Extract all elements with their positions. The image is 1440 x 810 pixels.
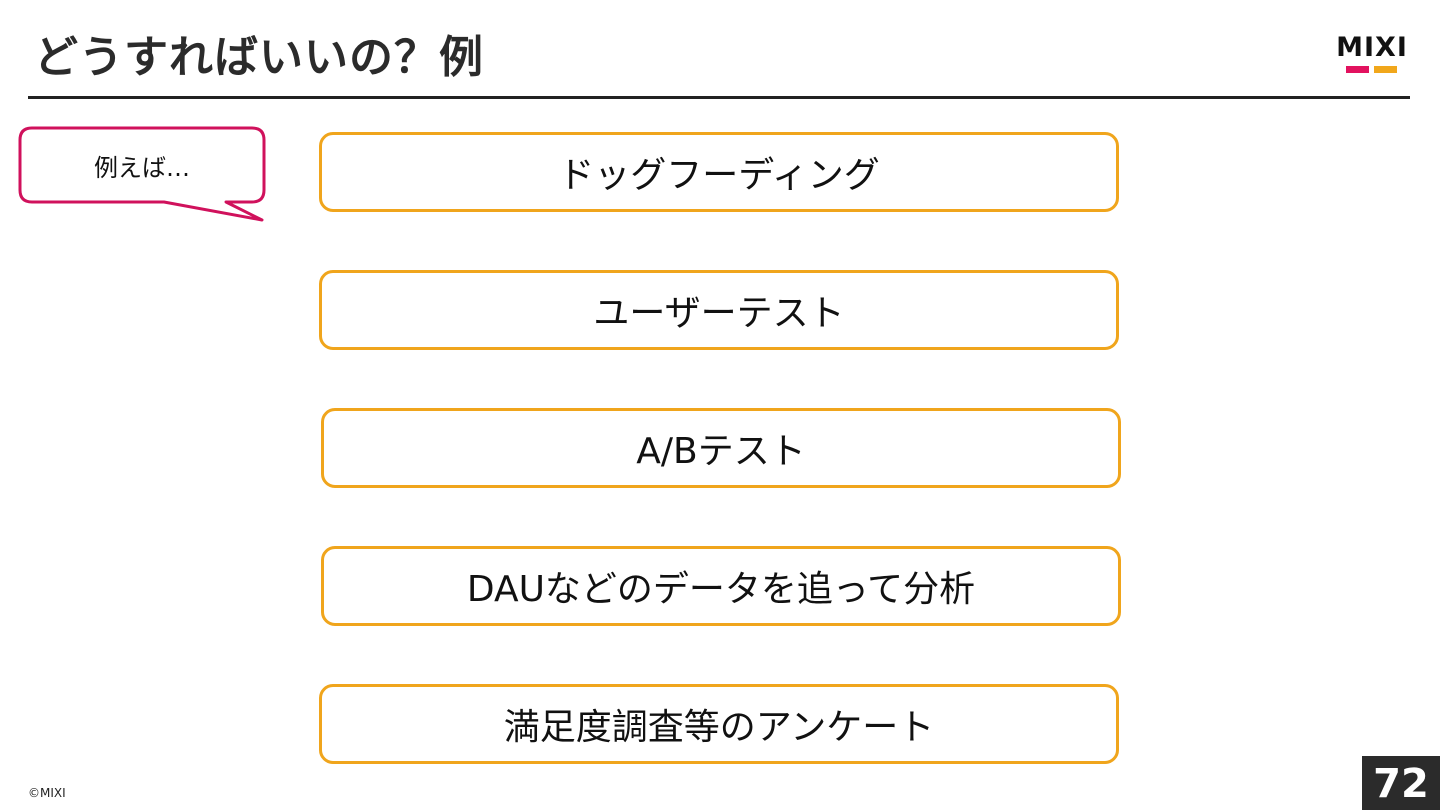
example-label: 満足度調査等のアンケート: [503, 707, 935, 748]
mixi-logo: MIXI: [1330, 34, 1414, 76]
logo-wordmark: MIXI: [1336, 32, 1408, 63]
example-box-ab-test: A/Bテスト: [321, 408, 1121, 488]
copyright-notice: ©MIXI: [28, 786, 66, 800]
example-box-dau-analysis: DAUなどのデータを追って分析: [321, 546, 1121, 626]
speech-callout: 例えば…: [18, 126, 268, 226]
title-underline: [28, 96, 1410, 99]
page-number: 72: [1362, 756, 1440, 810]
example-label: A/Bテスト: [636, 431, 806, 472]
callout-text: 例えば…: [94, 154, 190, 182]
speech-bubble-shape: [18, 126, 266, 222]
slide-title: どうすればいいの？例: [34, 32, 484, 83]
example-label: ユーザーテスト: [593, 293, 845, 334]
example-box-user-test: ユーザーテスト: [319, 270, 1119, 350]
example-box-dogfooding: ドッグフーディング: [319, 132, 1119, 212]
example-box-survey: 満足度調査等のアンケート: [319, 684, 1119, 764]
logo-bar-orange: [1374, 66, 1397, 73]
example-label: DAUなどのデータを追って分析: [466, 569, 976, 610]
logo-bar-pink: [1346, 66, 1369, 73]
example-label: ドッグフーディング: [558, 155, 880, 196]
